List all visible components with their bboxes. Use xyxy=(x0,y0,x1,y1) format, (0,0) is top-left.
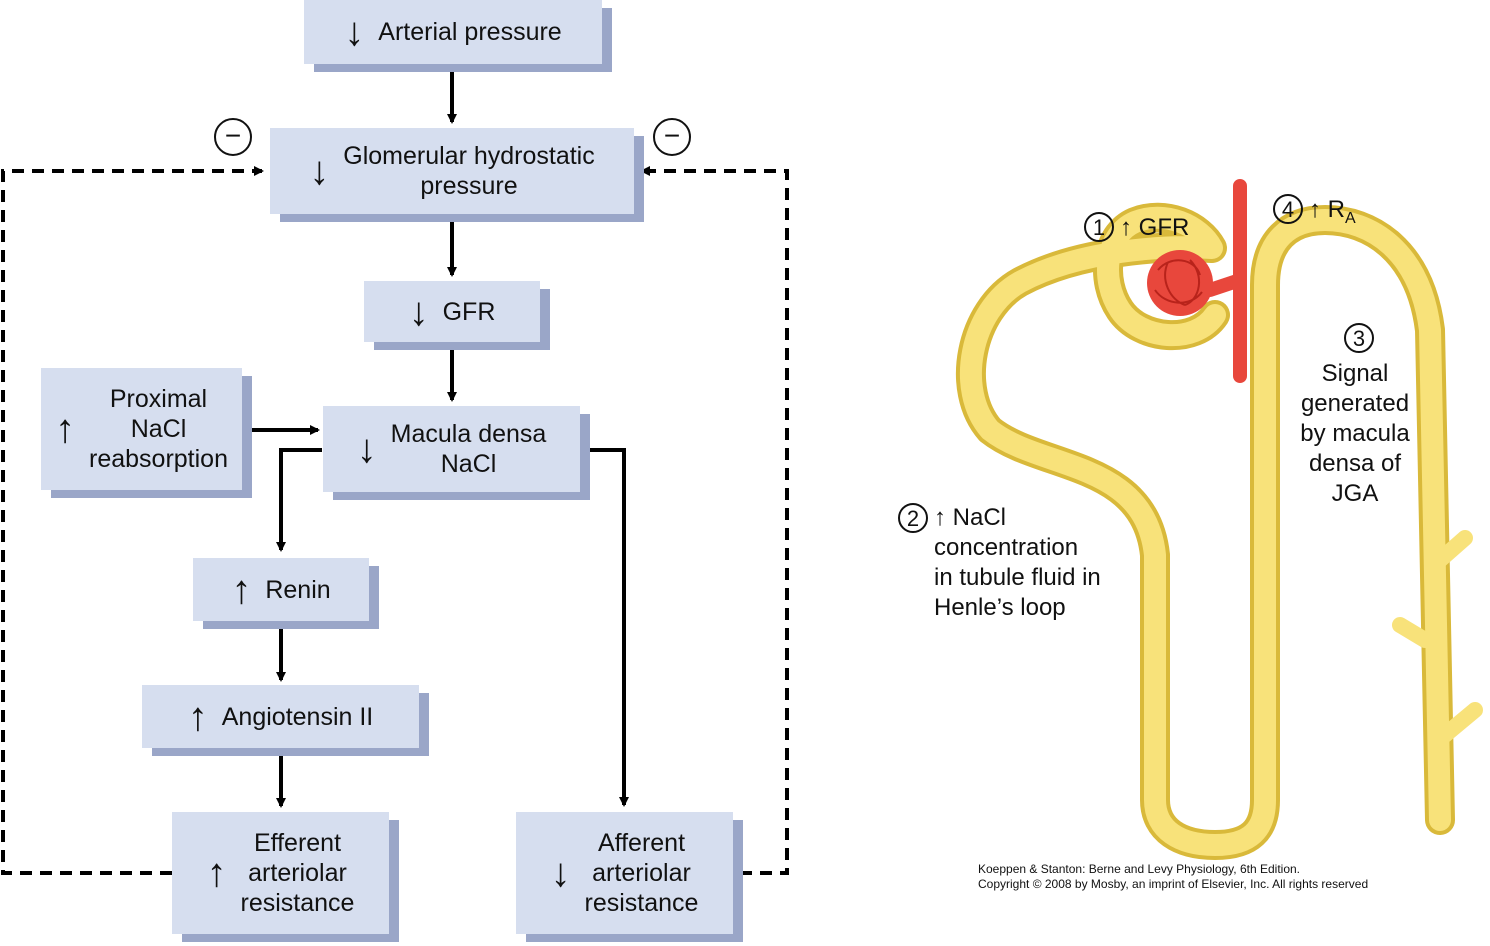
arrow-macula-to-renin xyxy=(276,448,322,552)
feedback-afferent-loop xyxy=(640,166,789,875)
label-nacl-concentration: 2↑ NaCl concentration in tubule fluid in… xyxy=(898,473,1101,623)
down-arrow-icon: ↓ xyxy=(356,427,377,471)
arteriole-vessel xyxy=(1203,179,1247,383)
node-label: Arterial pressure xyxy=(378,18,562,46)
node-label: Proximal NaCl reabsorption xyxy=(89,385,228,473)
node-label: Glomerular hydrostatic pressure xyxy=(343,142,595,200)
label-text: ↑ NaCl concentration in tubule fluid in … xyxy=(934,504,1101,621)
label-subscript: A xyxy=(1345,209,1356,227)
feedback-sign-left: − xyxy=(214,118,252,156)
node-gfr: ↓ GFR xyxy=(364,281,540,342)
up-arrow-icon: ↑ xyxy=(55,407,75,451)
step-number-3: 3 xyxy=(1344,323,1374,353)
node-label: GFR xyxy=(442,297,496,326)
label-text: ↑ GFR xyxy=(1120,214,1190,241)
node-label: Efferent arteriolar resistance xyxy=(240,829,355,917)
down-arrow-icon: ↓ xyxy=(550,851,571,895)
label-gfr-increase: 1↑ GFR xyxy=(1084,182,1189,243)
down-arrow-icon: ↓ xyxy=(344,10,365,54)
label-text: ↑ R xyxy=(1309,196,1345,223)
node-renin: ↑ Renin xyxy=(193,558,369,621)
up-arrow-icon: ↑ xyxy=(206,851,227,895)
node-label: Angiotensin II xyxy=(221,702,374,731)
node-afferent-arteriolar-resistance: ↓ Afferent arteriolar resistance xyxy=(516,812,733,934)
node-glomerular-hydrostatic-pressure: ↓ Glomerular hydrostatic pressure xyxy=(270,128,634,214)
nephron-tubule xyxy=(959,206,1451,856)
glomerulus-capillary-loops xyxy=(1154,259,1203,306)
step-number-4: 4 xyxy=(1273,194,1303,224)
node-label: Afferent arteriolar resistance xyxy=(584,829,699,917)
up-arrow-icon: ↑ xyxy=(187,694,208,739)
up-arrow-icon: ↑ xyxy=(231,567,252,612)
arrow-macula-to-afferent xyxy=(580,448,629,807)
node-label: Renin xyxy=(265,575,331,604)
copyright-credit: Koeppen & Stanton: Berne and Levy Physio… xyxy=(978,862,1369,891)
node-angiotensin-ii: ↑ Angiotensin II xyxy=(142,685,419,748)
collecting-duct-branch-upper xyxy=(1432,530,1473,568)
node-proximal-nacl-reabsorption: ↑ Proximal NaCl reabsorption xyxy=(41,368,242,490)
step-number-2: 2 xyxy=(898,503,928,533)
label-macula-densa-signal: Signal generated by macula densa of JGA xyxy=(1300,360,1410,507)
node-arterial-pressure: ↓ Arterial pressure xyxy=(304,0,602,64)
feedback-sign-right: − xyxy=(653,118,691,156)
label-ra-increase: 4↑ RA xyxy=(1273,164,1356,234)
node-efferent-arteriolar-resistance: ↑ Efferent arteriolar resistance xyxy=(172,812,389,934)
collecting-duct-branch-lower xyxy=(1437,702,1483,743)
feedback-efferent-loop xyxy=(1,166,264,875)
collecting-duct-branch-middle xyxy=(1392,617,1433,648)
node-label: Macula densa NaCl xyxy=(390,420,547,478)
down-arrow-icon: ↓ xyxy=(309,149,330,193)
step-number-1: 1 xyxy=(1084,212,1114,242)
node-macula-densa-nacl: ↓ Macula densa NaCl xyxy=(323,406,580,492)
down-arrow-icon: ↓ xyxy=(408,289,429,334)
